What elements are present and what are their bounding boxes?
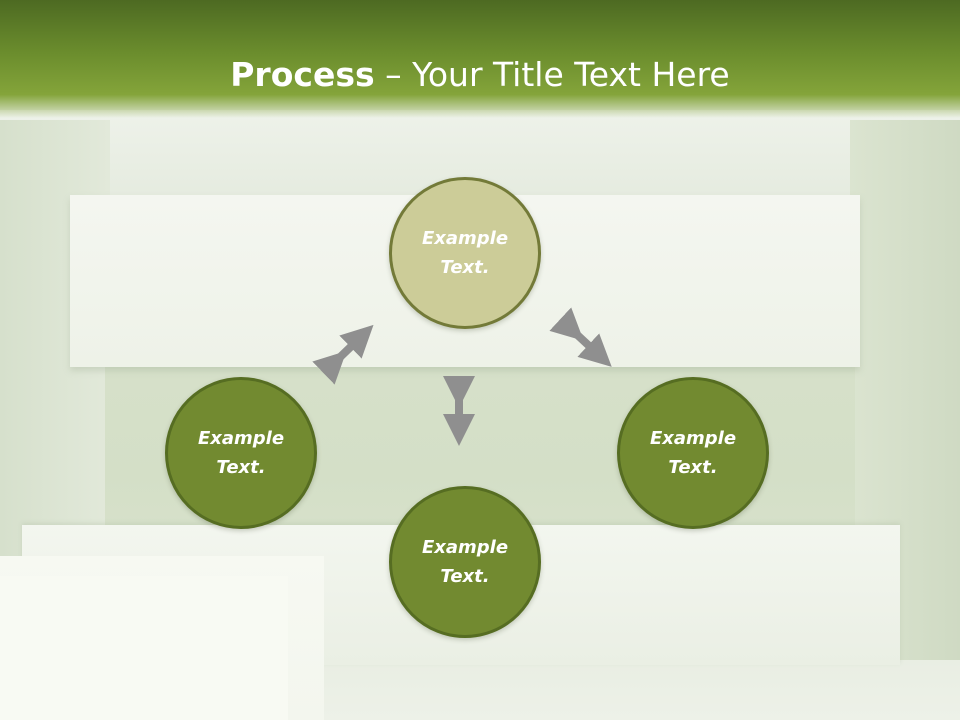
slide-title-rest: – Your Title Text Here [374, 55, 730, 94]
arrow-top-left[interactable] [312, 324, 374, 385]
node-bottom-label: Example Text. [421, 537, 509, 587]
node-left-label: Example Text. [197, 428, 285, 478]
process-node-left[interactable]: Example Text. [165, 377, 317, 529]
background-left-block-front [0, 576, 288, 720]
process-node-top[interactable]: Example Text. [389, 177, 541, 329]
arrow-top-right[interactable] [549, 307, 612, 367]
process-node-bottom[interactable]: Example Text. [389, 486, 541, 638]
node-right-label: Example Text. [649, 428, 737, 478]
slide-title[interactable]: Process – Your Title Text Here [0, 52, 960, 98]
title-band [0, 0, 960, 118]
process-node-right[interactable]: Example Text. [617, 377, 769, 529]
slide-title-strong: Process [230, 55, 375, 94]
node-top-label: Example Text. [421, 228, 509, 278]
